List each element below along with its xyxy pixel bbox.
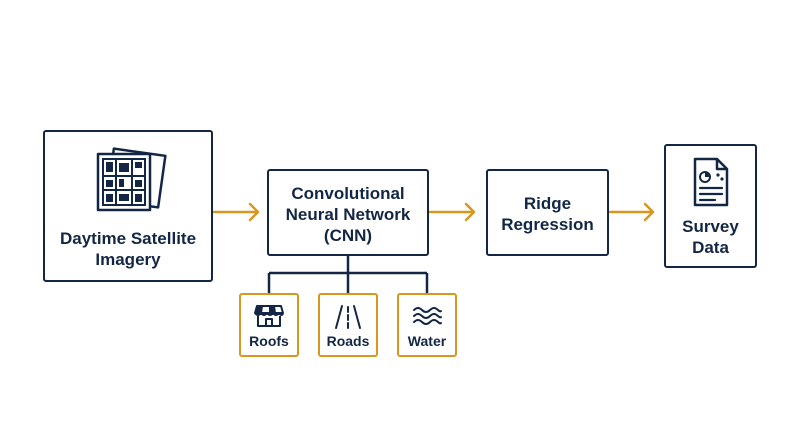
survey-label-line2: Data	[692, 238, 729, 257]
storefront-icon	[254, 305, 284, 327]
arrow-cnn-to-ridge	[428, 202, 476, 222]
feature-water: Water	[397, 293, 457, 357]
feature-roofs-label: Roofs	[249, 333, 289, 349]
feature-roads-label: Roads	[326, 333, 370, 349]
ridge-label-line2: Regression	[501, 215, 594, 234]
arrow-satellite-to-cnn	[212, 202, 260, 222]
ridge-label-line1: Ridge	[523, 194, 572, 213]
feature-water-label: Water	[407, 333, 447, 349]
survey-label-line1: Survey	[682, 217, 739, 236]
survey-document-icon	[693, 157, 728, 207]
satellite-label-line2: Imagery	[95, 250, 161, 269]
waves-icon	[413, 307, 442, 325]
cnn-label-line3: (CNN)	[323, 226, 373, 245]
arrow-ridge-to-survey	[608, 202, 655, 222]
cnn-feature-tree	[267, 256, 429, 293]
survey-data-node: Survey Data	[664, 144, 757, 268]
ridge-regression-node: Ridge Regression	[486, 169, 609, 256]
satellite-label-line1: Daytime Satellite	[59, 229, 197, 248]
cnn-node: Convolutional Neural Network (CNN)	[267, 169, 429, 256]
feature-roads: Roads	[318, 293, 378, 357]
satellite-imagery-node: Daytime Satellite Imagery	[43, 130, 213, 282]
cnn-label-line1: Convolutional	[291, 184, 405, 203]
satellite-map-icon	[96, 147, 167, 212]
cnn-label-line2: Neural Network	[285, 205, 411, 224]
road-icon	[335, 305, 361, 329]
feature-roofs: Roofs	[239, 293, 299, 357]
